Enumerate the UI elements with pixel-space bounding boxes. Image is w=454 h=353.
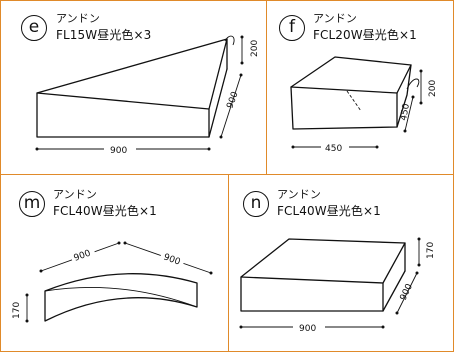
fixture-e-outline — [36, 38, 228, 138]
panel-f-spec: FCL20W昼光色×1 — [313, 28, 417, 42]
panel-n-badge: n — [243, 191, 269, 217]
panel-m-text: アンドン FCL40W昼光色×1 — [53, 187, 157, 219]
panel-f-badge: f — [279, 15, 305, 41]
panel-m: m アンドン FCL40W昼光色×1 900 900 170 — [0, 174, 230, 352]
fixture-f-outline — [290, 56, 412, 130]
fixture-n-edge — [382, 270, 406, 312]
panel-m-brand: アンドン — [53, 188, 97, 201]
panel-n-text: アンドン FCL40W昼光色×1 — [277, 187, 381, 219]
dim-line — [220, 74, 242, 138]
dim-n-width: 900 — [299, 324, 316, 334]
dim-n-height: 170 — [426, 242, 436, 259]
dim-f-width: 450 — [325, 144, 342, 154]
panel-f-drawing: 200 450 450 — [290, 56, 438, 154]
panel-e-badge: e — [21, 15, 47, 41]
panel-e-brand: アンドン — [56, 12, 100, 25]
fixture-f-detail — [346, 90, 362, 112]
panel-m-spec: FCL40W昼光色×1 — [53, 204, 157, 218]
fixture-f-edge — [290, 86, 398, 94]
panel-n: n アンドン FCL40W昼光色×1 170 900 900 — [228, 174, 454, 352]
panel-e-text: アンドン FL15W昼光色×3 — [56, 11, 151, 43]
fixture-e-edge — [208, 68, 228, 138]
panel-e: e アンドン FL15W昼光色×3 200 900 900 — [0, 0, 268, 176]
panel-n-drawing: 170 900 900 — [239, 237, 436, 334]
dim-m-height: 170 — [12, 302, 22, 319]
dim-line — [396, 272, 418, 314]
fixture-m-edge — [44, 286, 198, 308]
panel-f-brand: アンドン — [313, 12, 357, 25]
fixture-e-edge — [36, 92, 210, 110]
cord-f — [406, 78, 420, 90]
dim-line — [404, 96, 414, 132]
panel-n-spec: FCL40W昼光色×1 — [277, 204, 381, 218]
dim-e-depth: 900 — [225, 90, 240, 110]
fixture-m-outline — [44, 273, 198, 322]
panel-f: f アンドン FCL20W昼光色×1 200 450 450 — [266, 0, 454, 176]
dim-f-height: 200 — [428, 80, 438, 97]
panel-m-badge: m — [19, 191, 45, 217]
fixture-n-edge — [240, 276, 384, 284]
panel-m-drawing: 900 900 170 — [12, 241, 213, 323]
panel-e-drawing: 200 900 900 — [35, 35, 260, 156]
fixture-f-edge — [396, 64, 412, 94]
dim-n-depth: 900 — [399, 282, 415, 302]
dim-e-height: 200 — [250, 40, 260, 57]
panel-e-spec: FL15W昼光色×3 — [56, 28, 152, 42]
dim-f-depth: 450 — [399, 103, 412, 122]
panel-n-brand: アンドン — [277, 188, 321, 201]
panel-f-text: アンドン FCL20W昼光色×1 — [313, 11, 417, 43]
cord-e — [224, 35, 235, 46]
fixture-n-outline — [240, 238, 406, 312]
dim-e-width: 900 — [110, 146, 127, 156]
